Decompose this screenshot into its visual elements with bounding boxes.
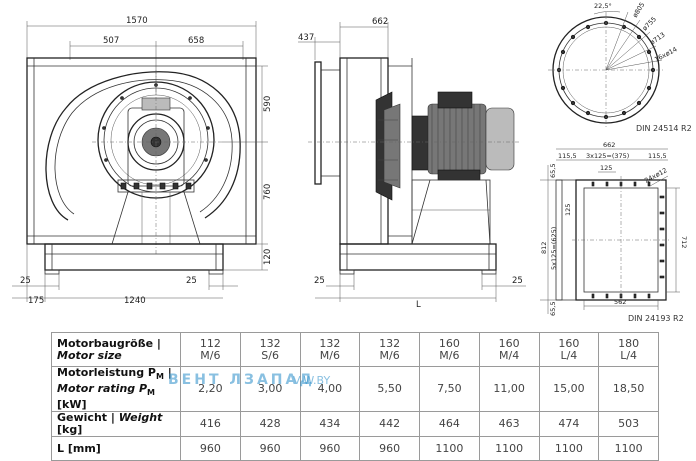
flange-dia-1: ø805 (631, 1, 646, 19)
rect-height-total: 812 (540, 242, 548, 254)
header-motor-size-en: Motor size (57, 348, 122, 362)
rect-inner-height: 712 (680, 236, 688, 248)
cell-rating: 18,50 (598, 365, 659, 413)
header-weight: Gewicht | Weight [kg] (51, 411, 181, 438)
header-rating-de: Motorleistung P (57, 366, 156, 379)
flange-holes: 16xø14 (653, 45, 678, 64)
cell-length: 960 (299, 436, 361, 461)
dim-side-foot-right: 25 (512, 276, 523, 286)
rect-edge-top: 65,5 (549, 164, 557, 178)
cell-length: 1100 (478, 436, 540, 461)
cell-length: 960 (239, 436, 301, 461)
dim-foot-left: 25 (20, 276, 31, 286)
row-motor-rating: Motorleistung PM | Motor rating PM [kW] … (51, 365, 659, 413)
dim-length-symbol: L (416, 300, 421, 310)
cell-weight: 428 (239, 411, 301, 438)
rect-edge-bottom: 65,5 (549, 302, 557, 316)
dim-overall-width: 1570 (126, 16, 148, 26)
rect-small-dim: 125 (564, 204, 572, 216)
dim-height-upper: 590 (263, 96, 273, 112)
header-motor-size: Motorbaugröße | Motor size (51, 332, 181, 367)
cell-rating: 11,00 (478, 365, 540, 413)
cell-length: 1100 (419, 436, 480, 461)
cell-length: 960 (359, 436, 420, 461)
dim-offset: 175 (28, 296, 44, 306)
rect-hole-spacing: 125 (600, 164, 612, 172)
dim-height-lower: 760 (263, 184, 273, 200)
flange-rect-standard: DIN 24193 R2 (628, 314, 684, 323)
round-flange-detail: 22,5° ø805 ø755 ø713 16xø14 DIN 24514 R2 (548, 1, 692, 133)
cell-weight: 416 (180, 411, 241, 438)
rect-hole-pitch-top: 3x125=(375) (586, 152, 629, 160)
cell-weight: 463 (478, 411, 540, 438)
cell-rating: 15,00 (538, 365, 600, 413)
cell-weight: 434 (299, 411, 361, 438)
cell-length: 1100 (538, 436, 600, 461)
dim-base-height: 120 (263, 249, 273, 265)
cell-rating: 5,50 (359, 365, 420, 413)
cell-weight: 442 (359, 411, 420, 438)
cell-weight: 474 (538, 411, 600, 438)
flange-dia-3: ø713 (649, 31, 667, 47)
rect-width-total: 662 (603, 141, 615, 149)
rect-edge-left: 115,5 (558, 152, 577, 160)
rect-inner-width: 562 (614, 298, 626, 306)
cell-rating: 7,50 (419, 365, 480, 413)
header-length: L [mm] (51, 436, 181, 461)
header-rating-en: Motor rating P (57, 382, 148, 396)
cell-length: 960 (180, 436, 241, 461)
dim-inlet-right: 658 (188, 36, 204, 46)
flange-round-standard: DIN 24514 R2 (636, 124, 692, 133)
rect-hole-pitch-side: 5x125=(625) (550, 227, 558, 270)
rect-holes: 24xø12 (643, 166, 668, 185)
flange-angle: 22,5° (594, 2, 612, 10)
dim-inlet-left: 507 (103, 36, 119, 46)
row-weight: Gewicht | Weight [kg] 416 428 434 442 46… (51, 411, 659, 438)
rect-edge-right: 115,5 (648, 152, 667, 160)
rect-flange-detail: 662 115,5 3x125=(375) 115,5 125 24xø12 (540, 141, 688, 323)
cell-weight: 503 (598, 411, 659, 438)
dim-inlet-depth: 437 (298, 33, 314, 43)
technical-drawing: 1570 507 658 (12, 1, 692, 323)
flange-dia-2: ø755 (641, 15, 658, 32)
cell-length: 1100 (598, 436, 659, 461)
header-motor-rating: Motorleistung PM | Motor rating PM [kW] (51, 365, 181, 413)
dim-side-width: 662 (372, 17, 388, 27)
cell-rating: 4,00 (299, 365, 361, 413)
cell-rating: 3,00 (239, 365, 301, 413)
cell-rating: 2,20 (180, 365, 241, 413)
dim-side-foot-left: 25 (314, 276, 325, 286)
dim-foot-span: 1240 (124, 296, 146, 306)
side-view: 662 437 (298, 17, 526, 310)
header-motor-size-de: Motorbaugröße | (57, 336, 161, 350)
dim-foot-right: 25 (186, 276, 197, 286)
cell-weight: 464 (419, 411, 480, 438)
row-length: L [mm] 960 960 960 960 1100 1100 1100 11… (51, 436, 659, 461)
front-view: 1570 507 658 (12, 16, 273, 306)
